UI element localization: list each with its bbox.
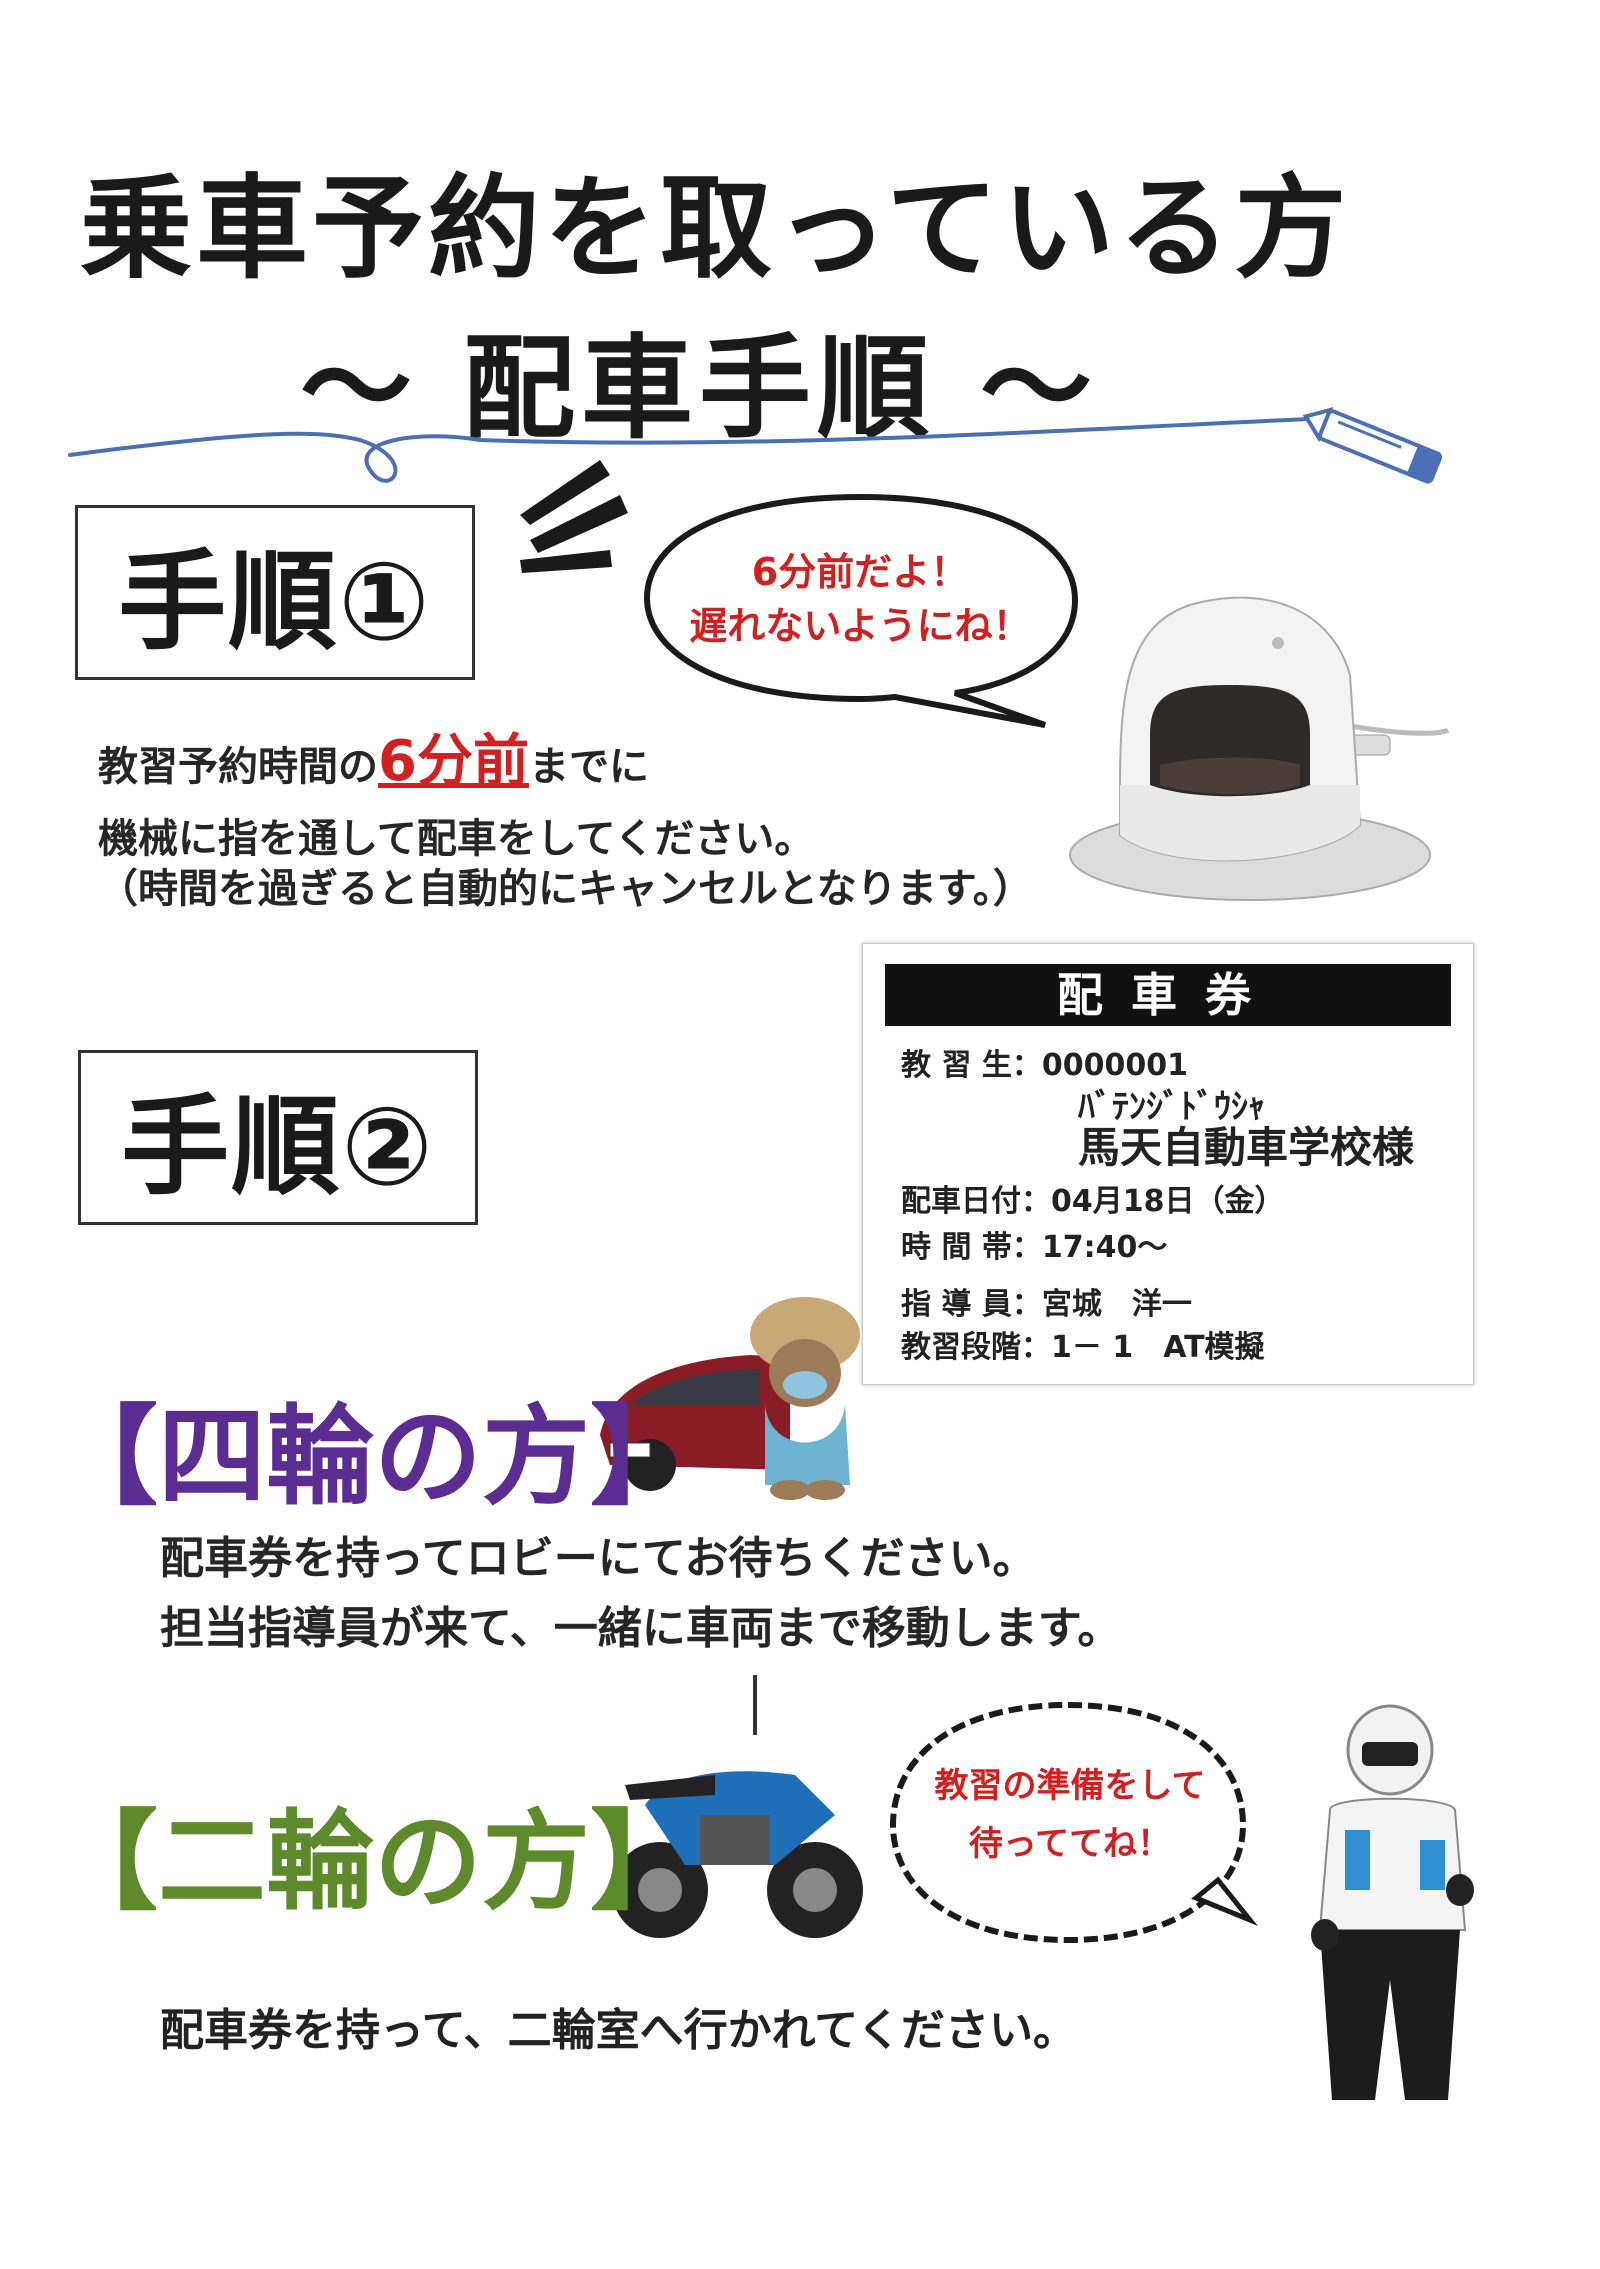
ticket-instructor-value: 宮城 洋一 [1041,1287,1192,1322]
ticket-header: 配車券 [885,964,1451,1026]
ticket-instructor-label: 指 導 員： [901,1287,1042,1322]
step1-text-line1-post: までに [528,744,649,790]
ticket-stage-row: 教習段階：1－ 1 AT模擬 [901,1322,1265,1366]
ticket-instructor-row: 指 導 員：宮城 洋一 [901,1279,1192,1323]
car-and-mascot-image [600,1297,860,1500]
four-wheel-text-line2: 担当指導員が来て、一緒に車両まで移動します。 [160,1603,1122,1654]
step1-label-box: 手順① [75,505,475,680]
ticket-student-kana: ﾊﾞﾃﾝｼﾞﾄﾞｳｼｬ [1078,1087,1265,1127]
ticket-stage-label: 教習段階： [901,1330,1051,1365]
step2-label: 手順② [121,1084,435,1210]
motorcycle-image [612,1675,863,1938]
rider-instructor-image [1311,1704,1474,2100]
bubble2-line1: 教習の準備をして [934,1766,1206,1806]
ticket-time-label: 時 間 帯： [901,1230,1042,1265]
ticket-date-value: 04月18日（金） [1051,1184,1285,1219]
ticket-stage-value: 1－ 1 AT模擬 [1051,1330,1265,1365]
ticket-time-value: 17:40～ [1041,1230,1168,1265]
page-subtitle: ～ 配車手順 ～ [300,324,1098,454]
speech-bubble-two-wheel [889,1701,1258,1944]
speech-bubble-step1-text: 6分前だよ！ 遅れないようにね！ [660,545,1060,653]
ticket-student-name: 馬天自動車学校様 [1078,1123,1415,1172]
ticket-date-label: 配車日付： [901,1184,1051,1219]
page-title: 乗車予約を取っている方 [80,164,1351,294]
bubble1-line1: 6分前だよ！ [751,550,969,594]
bubble2-line2: 待っててね！ [968,1824,1172,1864]
step1-text-line3: （時間を過ぎると自動的にキャンセルとなります。） [98,866,1033,912]
step1-text-line1-pre: 教習予約時間の [98,744,378,790]
two-wheel-text: 配車券を持って、二輪室へ行かれてください。 [160,2005,1077,2056]
ticket-student-label: 教 習 生： [901,1048,1042,1083]
four-wheel-heading: 【四輪の方】 [50,1395,699,1520]
ticket-student-id: 0000001 [1041,1048,1189,1083]
step1-highlight-6min: 6分前 [378,729,529,794]
emphasis-lines-icon [520,460,628,573]
step1-text-line1: 教習予約時間の6分前までに [98,734,649,794]
speech-bubble-step1 [643,493,1079,728]
two-wheel-heading: 【二輪の方】 [50,1800,699,1925]
pen-squiggle-decoration [68,407,1443,484]
speech-bubble-two-wheel-text: 教習の準備をして 待っててね！ [895,1757,1245,1873]
ticket-time-row: 時 間 帯：17:40～ [901,1222,1167,1266]
step2-label-box: 手順② [78,1050,478,1225]
ticket-date-row: 配車日付：04月18日（金） [901,1176,1285,1220]
ticket-student-row: 教 習 生：0000001 [901,1040,1188,1084]
four-wheel-text-line1: 配車券を持ってロビーにてお待ちください。 [160,1533,1037,1584]
step1-label: 手順① [118,539,432,665]
dispatch-ticket: 配車券 教 習 生：0000001 ﾊﾞﾃﾝｼﾞﾄﾞｳｼｬ 馬天自動車学校様 配… [862,943,1474,1385]
bubble1-line2: 遅れないようにね！ [689,604,1031,648]
step1-text-line2: 機械に指を通して配車をしてください。 [98,816,815,862]
fingerprint-reader-image [1069,596,1450,901]
